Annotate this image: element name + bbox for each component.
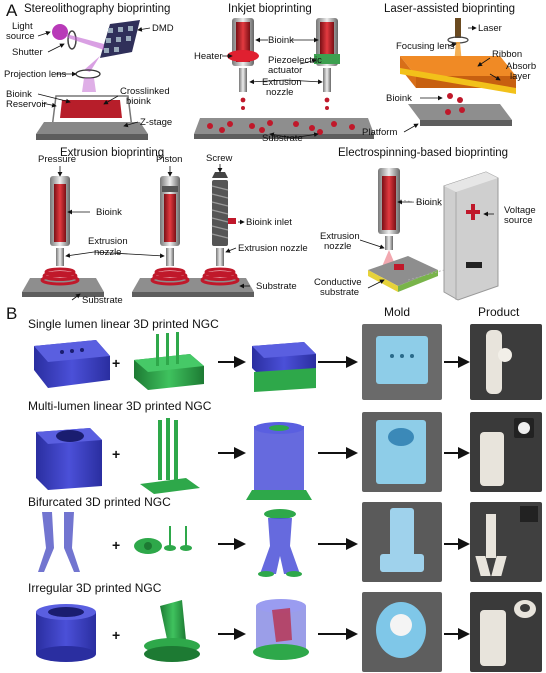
row1-models — [34, 332, 316, 392]
label-extrusion-nozzle: Extrusion nozzle — [238, 243, 308, 254]
label-extrusion-bioink: Bioink — [96, 207, 122, 218]
plus-sign-3: + — [112, 537, 121, 553]
label-absorb-2: layer — [510, 71, 531, 82]
label-electro-extrusion-1: Extrusion — [320, 231, 360, 242]
stereo-illustration — [36, 20, 148, 140]
label-piston: Piston — [156, 154, 183, 165]
label-inkjet-extrusion-1: Extrusion — [262, 77, 302, 88]
row2-models — [36, 418, 312, 500]
panel-b-arrows — [218, 356, 470, 640]
label-projection: Projection lens — [4, 69, 67, 80]
label-light-2: source — [6, 31, 35, 42]
label-inkjet-extrusion-2: nozzle — [266, 87, 294, 98]
label-extrusion-substrate-2: Substrate — [256, 281, 297, 292]
label-absorb-1: Absorb — [506, 61, 537, 72]
label-bioink-inlet: Bioink inlet — [246, 217, 292, 228]
extrusion-illustration — [22, 172, 254, 297]
label-electro-bioink: Bioink — [416, 197, 442, 208]
extrusion-title: Extrusion bioprinting — [60, 147, 165, 159]
label-voltage-2: source — [504, 215, 533, 226]
label-heater: Heater — [194, 51, 223, 62]
label-electro-extrusion-2: nozzle — [324, 241, 352, 252]
row-title-3: Bifurcated 3D printed NGC — [28, 495, 171, 509]
label-inkjet-bioink: Bioink — [268, 35, 294, 46]
product-photo-3 — [470, 502, 542, 582]
label-piezo-2: actuator — [268, 65, 303, 76]
label-light-1: Light — [12, 21, 33, 32]
label-laser-bioink: Bioink — [386, 93, 412, 104]
label-laser: Laser — [478, 23, 502, 34]
label-platform: Platform — [362, 127, 398, 138]
label-crosslinked-2: bioink — [126, 96, 151, 107]
stereo-title: Stereolithography bioprinting — [24, 3, 171, 15]
label-piezo-1: Piezoelectric — [268, 55, 322, 66]
label-screw: Screw — [206, 153, 233, 164]
label-shutter: Shutter — [12, 47, 43, 58]
label-stereo-bioink: Bioink — [6, 89, 32, 100]
label-extrusion-substrate-1: Substrate — [82, 295, 123, 306]
row-title-1: Single lumen linear 3D printed NGC — [28, 317, 219, 331]
mold-photo-4 — [362, 592, 442, 672]
label-extrusion-2: nozzle — [94, 247, 122, 258]
electro-illustration — [368, 168, 499, 301]
product-photo-4 — [470, 592, 542, 672]
label-voltage-1: Voltage — [504, 205, 536, 216]
mold-photo-1 — [362, 324, 442, 400]
mold-photo-3 — [362, 502, 442, 582]
column-mold: Mold — [384, 305, 411, 319]
panel-a-letter: A — [6, 1, 18, 20]
plus-sign-4: + — [112, 627, 121, 643]
plus-sign-2: + — [112, 446, 121, 462]
label-pressure: Pressure — [38, 154, 77, 165]
label-crosslinked-1: Crosslinked — [120, 86, 170, 97]
row-title-4: Irregular 3D printed NGC — [28, 581, 162, 595]
label-conductive-2: substrate — [320, 287, 360, 298]
column-product: Product — [478, 305, 520, 319]
label-extrusion-1: Extrusion — [88, 236, 128, 247]
inkjet-title: Inkjet bioprinting — [228, 3, 312, 15]
row3-models — [38, 509, 302, 577]
label-reservoir: Reservoir — [6, 99, 47, 110]
label-inkjet-substrate: Substrate — [262, 133, 303, 144]
panel-b-letter: B — [6, 304, 18, 323]
laser-title: Laser-assisted bioprinting — [384, 3, 516, 15]
label-ribbon: Ribbon — [492, 49, 523, 60]
electro-title: Electrospinning-based bioprinting — [338, 147, 509, 159]
label-focusing: Focusing lens — [396, 41, 455, 52]
product-photo-2 — [470, 412, 542, 492]
label-zstage: Z-stage — [140, 117, 173, 128]
mold-photo-2 — [362, 412, 442, 492]
row-title-2: Multi-lumen linear 3D printed NGC — [28, 399, 212, 413]
inkjet-illustration — [194, 18, 374, 139]
label-dmd: DMD — [152, 23, 174, 34]
plus-sign-1: + — [112, 355, 121, 371]
row4-models — [36, 599, 309, 662]
label-conductive-1: Conductive — [314, 277, 362, 288]
laser-illustration — [400, 18, 516, 126]
product-photo-1 — [470, 324, 542, 400]
